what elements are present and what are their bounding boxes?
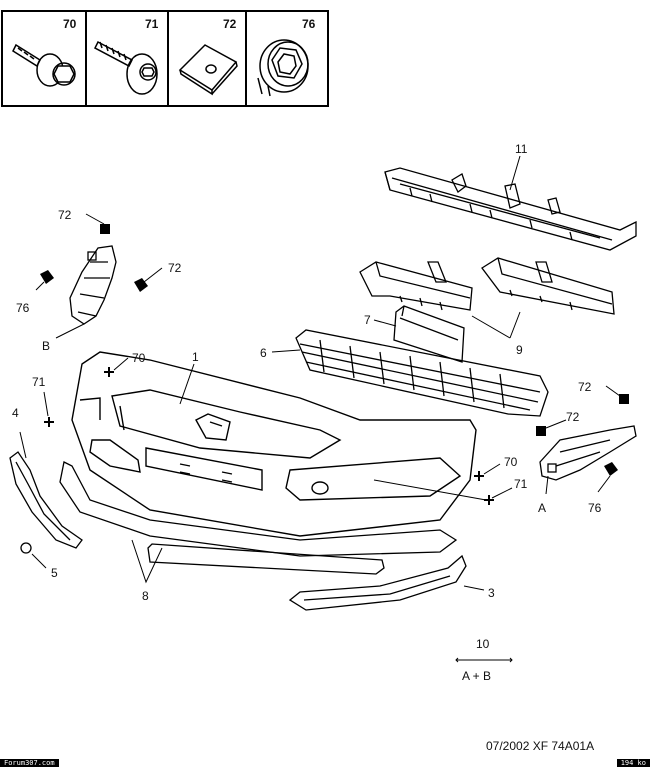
callout-72-left-mid: 72 [168, 261, 182, 275]
absorber-parts [359, 257, 615, 315]
lower-spoiler-part [59, 461, 458, 575]
bumper-part [71, 351, 477, 537]
left-bracket-part [69, 245, 117, 325]
left-moulding-part [9, 451, 83, 549]
callout-70-left: 70 [132, 351, 146, 365]
square-clip-icon [178, 44, 238, 96]
callout-a: A [538, 501, 546, 515]
clip-marker [619, 394, 629, 404]
reinforcement-beam-part [384, 167, 637, 251]
grille-part [295, 329, 549, 417]
callout-5: 5 [51, 566, 58, 580]
callout-3: 3 [488, 586, 495, 600]
footer-file-size: 194 ko [616, 759, 650, 767]
hex-nut-icon [257, 39, 309, 97]
clip-part [20, 542, 32, 554]
callout-7: 7 [364, 313, 371, 327]
nut-marker [40, 270, 618, 476]
callout-72-right-top: 72 [578, 380, 592, 394]
callout-9: 9 [516, 343, 523, 357]
legend-frame [1, 10, 329, 107]
callout-70-right: 70 [504, 455, 518, 469]
right-moulding-part [288, 554, 467, 611]
callout-4: 4 [12, 406, 19, 420]
fastener-legend [1, 10, 329, 107]
callout-8: 8 [142, 589, 149, 603]
callout-71-left: 71 [32, 375, 46, 389]
legend-72-label: 72 [223, 17, 237, 31]
callout-76-left: 76 [16, 301, 30, 315]
legend-70-label: 70 [63, 17, 77, 31]
callout-6: 6 [260, 346, 267, 360]
footer-site: Forum307.com [0, 759, 59, 767]
legend-71-label: 71 [145, 17, 159, 31]
drawing-reference: 07/2002 XF 74A01A [486, 739, 594, 753]
bolt-washer-icon [12, 43, 76, 87]
callout-1: 1 [192, 350, 199, 364]
callout-76-right: 76 [588, 501, 602, 515]
plate-part [393, 305, 465, 363]
legend-76-label: 76 [302, 17, 316, 31]
callout-11: 11 [515, 142, 528, 156]
leader-lines [19, 155, 621, 663]
clip-marker [536, 426, 546, 436]
callout-10: 10 [476, 637, 490, 651]
footer-bar: Forum307.com 194 ko [0, 759, 650, 767]
right-bracket-part [539, 425, 637, 481]
callout-71-right: 71 [514, 477, 528, 491]
callout-b: B [42, 339, 50, 353]
callout-72-left-top: 72 [58, 208, 72, 222]
callout-a-plus-b: A + B [462, 669, 491, 683]
screw-icon [94, 40, 158, 95]
callout-72-right-mid: 72 [566, 410, 580, 424]
clip-marker [100, 224, 110, 234]
screw-marker [44, 367, 494, 505]
